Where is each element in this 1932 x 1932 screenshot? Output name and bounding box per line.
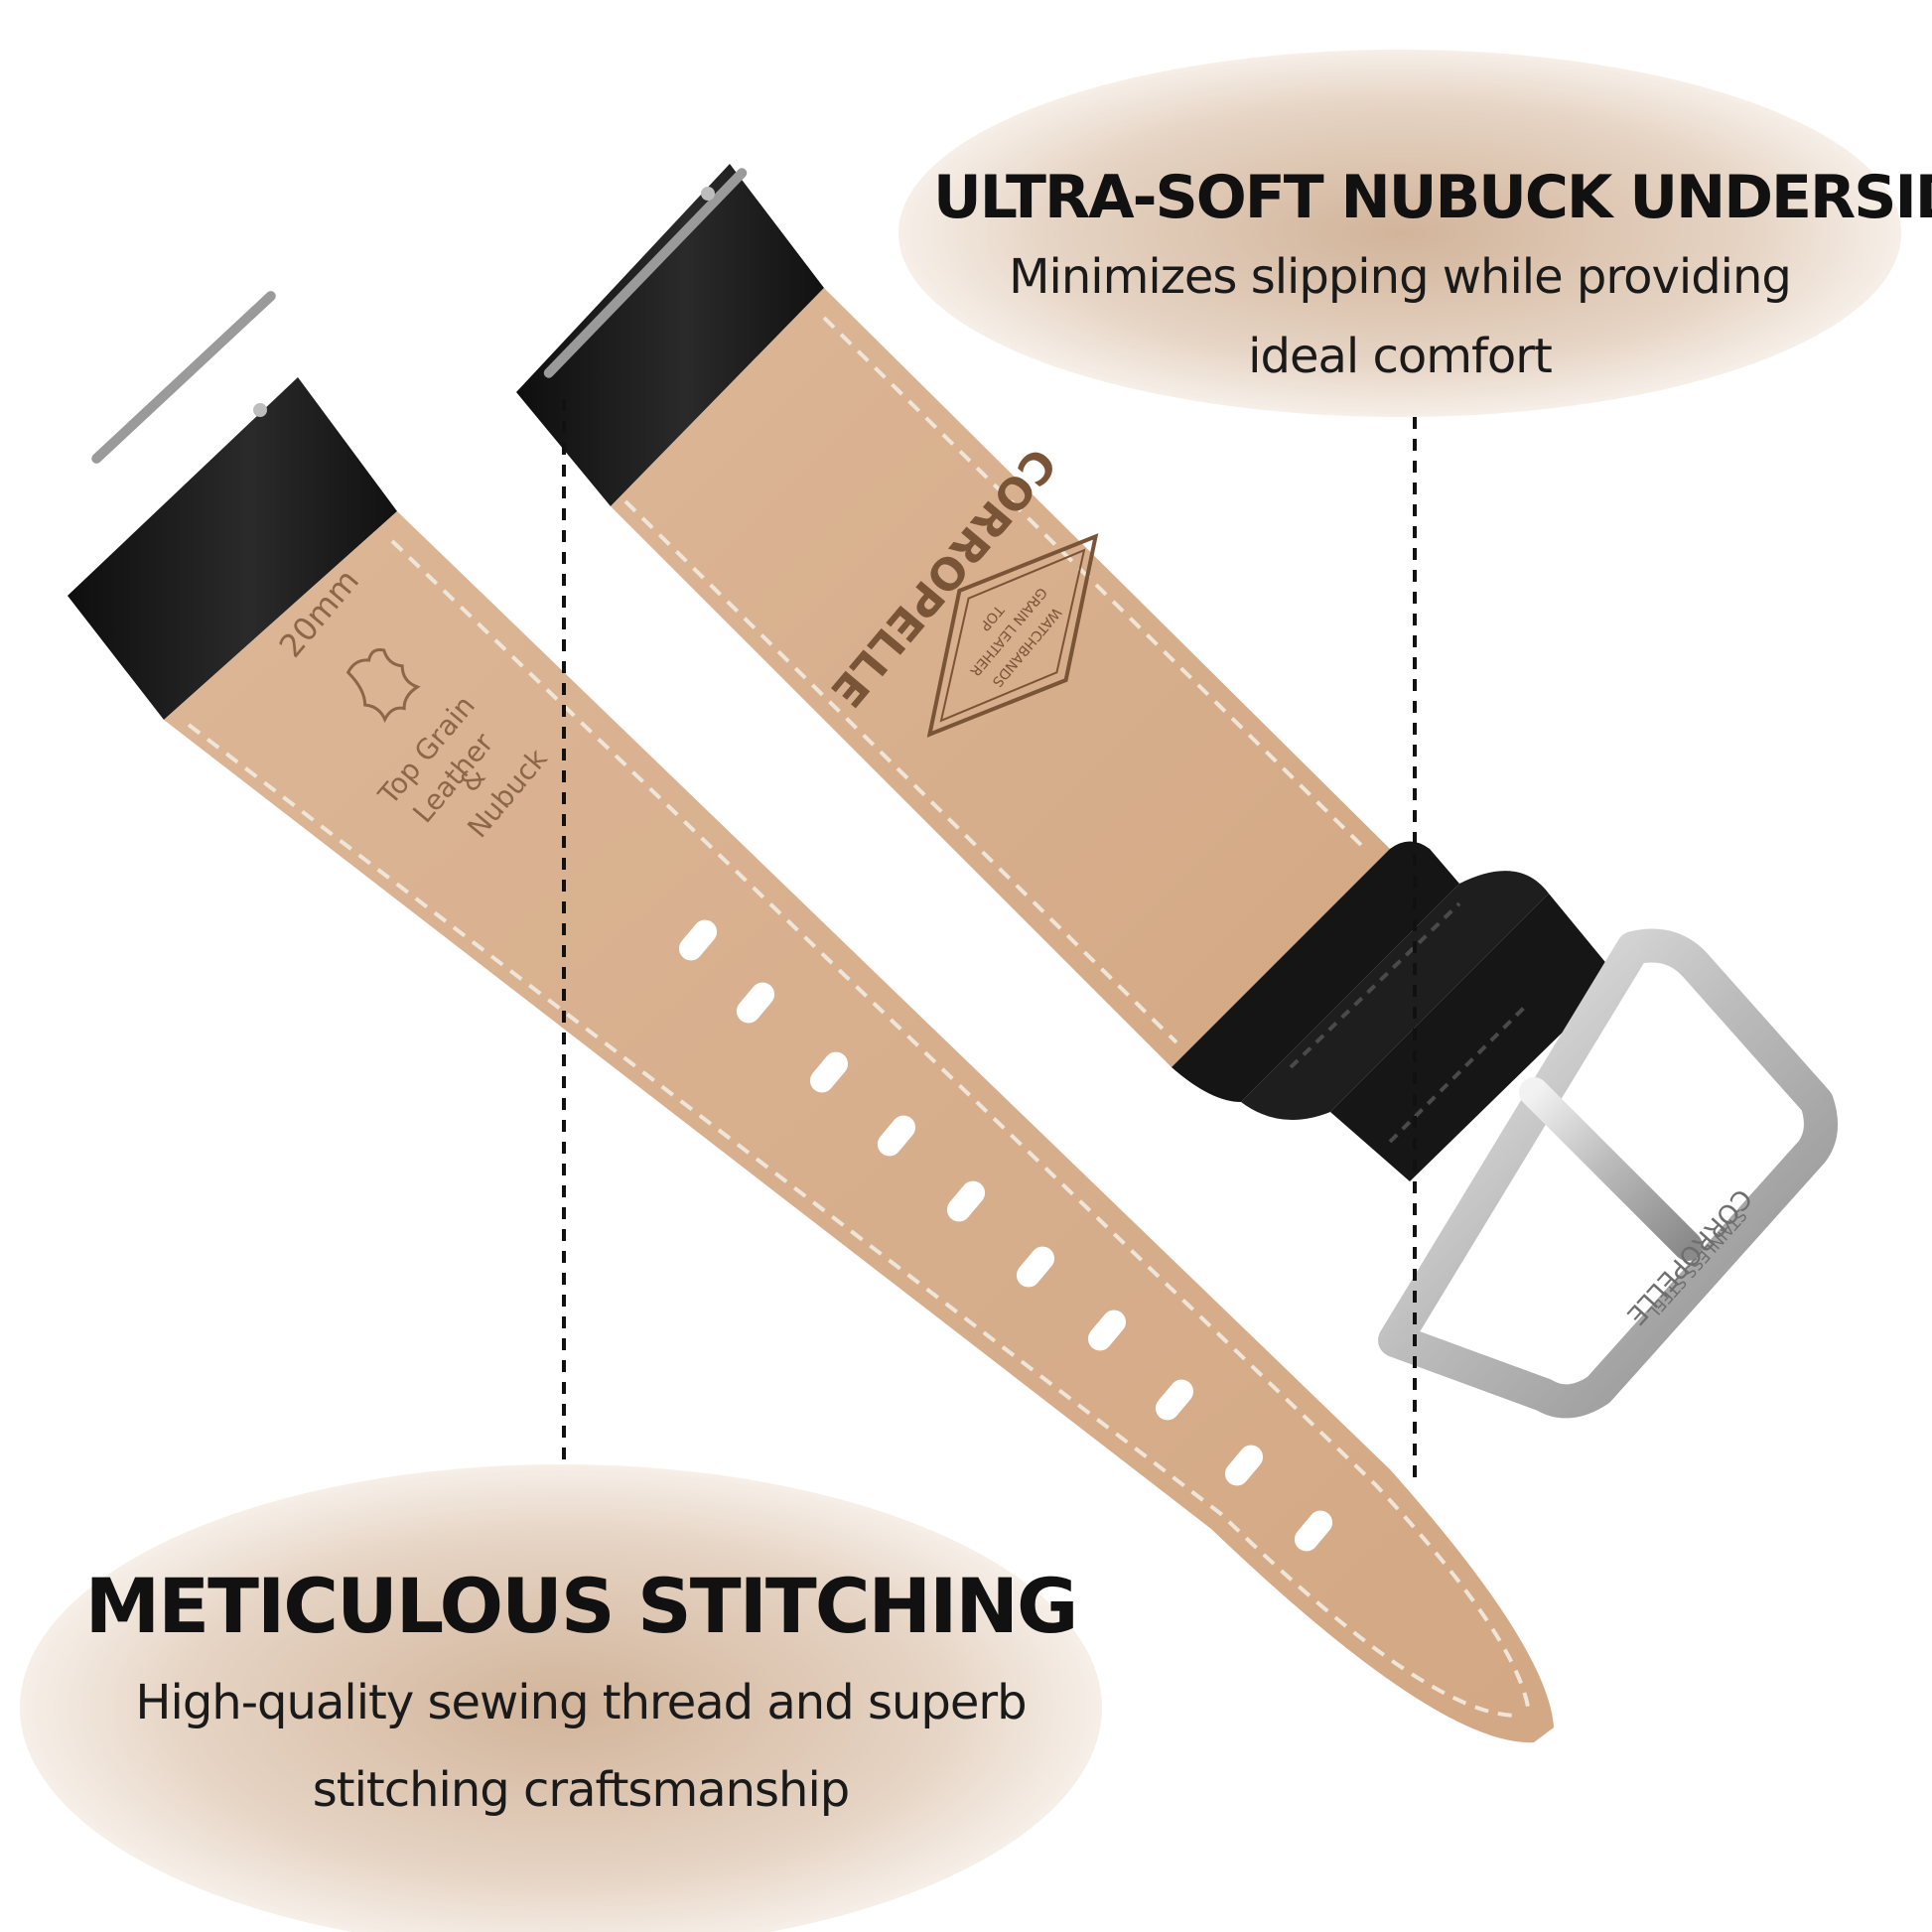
buckle-tongue	[1519, 1077, 1703, 1261]
spring-bar-pin-head	[253, 403, 267, 417]
long-strap-black-end	[68, 377, 397, 720]
strap-keeper-loop	[1172, 841, 1459, 1102]
strap-hole	[1224, 1445, 1264, 1486]
spring-bar-pin-head	[701, 187, 715, 201]
keeper-stitching	[1289, 901, 1461, 1069]
strap-hole	[678, 919, 718, 961]
long-strap: 20mm Top Grain Leather & Nubuck	[68, 291, 1554, 1743]
short-strap: CORROPELLE TOP GRAIN LEATHER WATCHBANDS …	[516, 164, 1838, 1419]
top-callout-heading: ULTRA-SOFT NUBUCK UNDERSIDE	[933, 163, 1932, 232]
leather-hide-icon	[345, 648, 421, 724]
bottom-callout-heading: METICULOUS STITCHING	[84, 1562, 1079, 1650]
long-strap-nubuck-body	[164, 511, 1554, 1743]
logo-diamond-inner	[939, 548, 1086, 723]
short-strap-black-end	[516, 164, 824, 506]
buckle-frame	[1378, 928, 1838, 1419]
bottom-callout-bubble	[20, 1464, 1102, 1932]
long-strap-stitching-right	[390, 539, 1531, 1714]
strap-keeper-loop-2	[1241, 871, 1549, 1120]
top-callout: ULTRA-SOFT NUBUCK UNDERSIDE Minimizes sl…	[933, 159, 1932, 395]
strap-fold-end	[1330, 894, 1618, 1181]
strap-hole	[1087, 1310, 1127, 1351]
bottom-callout-body-line-1: High-quality sewing thread and superb	[135, 1675, 1027, 1730]
strap-hole	[877, 1115, 916, 1157]
top-callout-body-line-2: ideal comfort	[1248, 329, 1553, 384]
strap-hole	[1155, 1379, 1194, 1421]
strap-hole	[736, 982, 775, 1024]
top-callout-body-line-1: Minimizes slipping while providing	[1009, 249, 1792, 305]
strap-hole	[946, 1180, 986, 1222]
short-strap-spring-bar	[543, 168, 748, 378]
long-strap-spring-bar	[91, 291, 276, 464]
strap-hole	[1016, 1246, 1055, 1288]
strap-holes	[678, 919, 1333, 1552]
bottom-callout-body-line-2: stitching craftsmanship	[312, 1762, 851, 1818]
top-callout-bubble	[898, 50, 1901, 417]
short-strap-nubuck-body	[611, 288, 1390, 1067]
strap-hole	[809, 1051, 849, 1093]
short-strap-stitching-right	[822, 316, 1367, 851]
short-strap-stitching-left	[623, 499, 1178, 1044]
bottom-callout: METICULOUS STITCHING High-quality sewing…	[69, 1559, 1092, 1829]
keeper-stitching-2	[1388, 1001, 1531, 1144]
strap-hole	[1294, 1510, 1333, 1552]
long-strap-stitching-left	[187, 723, 1520, 1719]
logo-diamond	[926, 533, 1099, 738]
